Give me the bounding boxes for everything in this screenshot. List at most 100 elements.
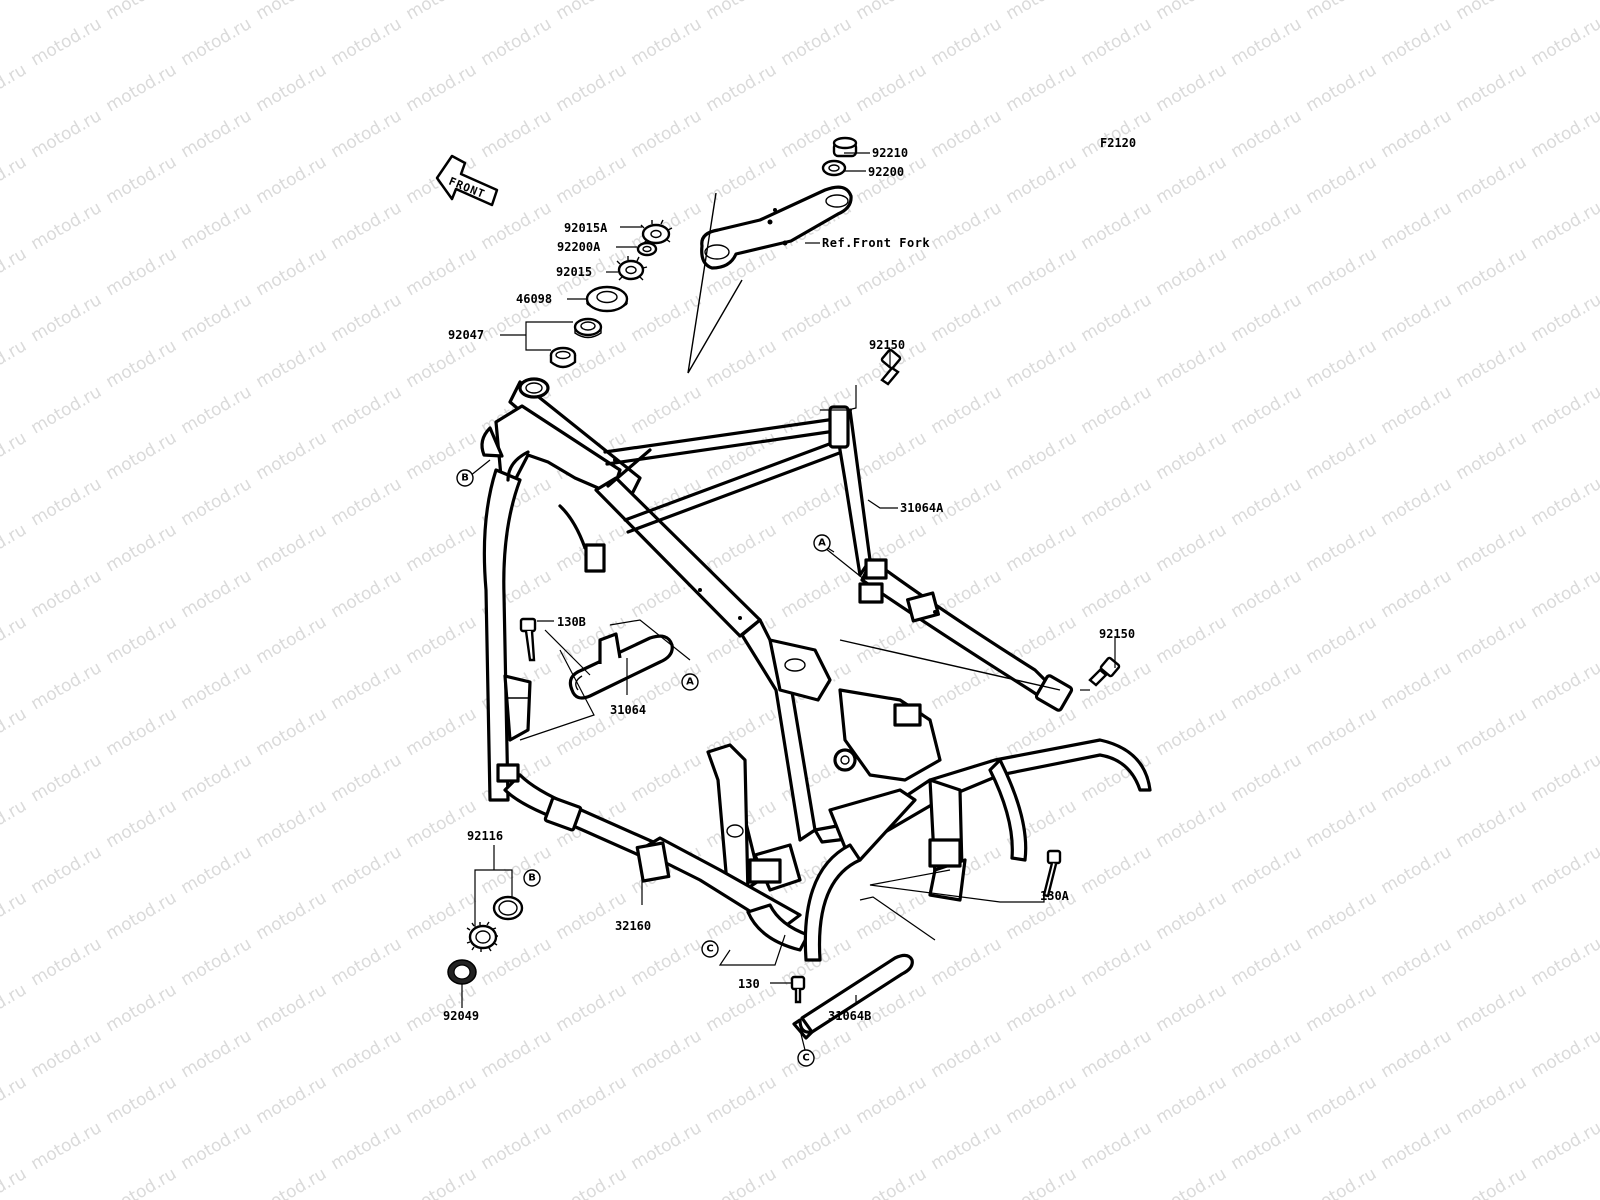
watermark-text: motod.ru	[0, 336, 30, 392]
bolt-130-icon	[790, 975, 806, 1004]
watermark-text: motod.ru	[253, 428, 331, 484]
watermark-text: motod.ru	[928, 106, 1006, 162]
label-92200a: 92200A	[557, 240, 601, 254]
watermark-text: motod.ru	[1528, 106, 1600, 162]
watermark-text: motod.ru	[253, 796, 331, 852]
watermark-text: motod.ru	[178, 1118, 256, 1174]
watermark-text: motod.ru	[1303, 1072, 1381, 1128]
watermark-text: motod.ru	[103, 888, 181, 944]
watermark-text: motod.ru	[1528, 14, 1600, 70]
watermark-text: motod.ru	[178, 934, 256, 990]
watermark-text: motod.ru	[1078, 1026, 1156, 1082]
triple-clamp-icon	[700, 185, 853, 270]
watermark-text: motod.ru	[1228, 382, 1306, 438]
label-ref-front-fork: Ref.Front Fork	[822, 236, 930, 250]
watermark-text: motod.ru	[403, 704, 481, 760]
watermark-text: motod.ru	[1228, 198, 1306, 254]
watermark-text: motod.ru	[28, 382, 106, 438]
watermark-text: motod.ru	[1453, 1072, 1531, 1128]
watermark-text: motod.ru	[1303, 244, 1381, 300]
watermark-text: motod.ru	[253, 704, 331, 760]
watermark-text: motod.ru	[253, 1072, 331, 1128]
watermark-text: motod.ru	[178, 842, 256, 898]
watermark-text: motod.ru	[1003, 428, 1081, 484]
watermark-text: motod.ru	[1303, 796, 1381, 852]
front-arrow-icon: FRONT	[435, 154, 499, 207]
watermark-text: motod.ru	[1303, 0, 1381, 24]
label-46098: 46098	[516, 292, 552, 306]
watermark-text: motod.ru	[178, 382, 256, 438]
watermark-text: motod.ru	[0, 244, 30, 300]
watermark-text: motod.ru	[328, 106, 406, 162]
watermark-text: motod.ru	[1003, 1164, 1081, 1200]
watermark-text: motod.ru	[1153, 336, 1231, 392]
watermark-text: motod.ru	[1078, 474, 1156, 530]
watermark-text: motod.ru	[178, 658, 256, 714]
watermark-text: motod.ru	[103, 612, 181, 668]
watermark-text: motod.ru	[28, 566, 106, 622]
watermark-text: motod.ru	[1378, 934, 1456, 990]
watermark-text: motod.ru	[1378, 842, 1456, 898]
watermark-text: motod.ru	[28, 14, 106, 70]
watermark-text: motod.ru	[253, 1164, 331, 1200]
watermark-text: motod.ru	[553, 1164, 631, 1200]
steering-head-parts	[549, 136, 858, 374]
watermark-text: motod.ru	[628, 1118, 706, 1174]
watermark-text: motod.ru	[1303, 336, 1381, 392]
watermark-text: motod.ru	[403, 888, 481, 944]
watermark-text: motod.ru	[778, 14, 856, 70]
watermark-text: motod.ru	[28, 658, 106, 714]
label-92015a: 92015A	[564, 221, 608, 235]
watermark-text: motod.ru	[403, 336, 481, 392]
watermark-text: motod.ru	[1303, 888, 1381, 944]
watermark-text: motod.ru	[1303, 520, 1381, 576]
label-130: 130	[738, 977, 760, 991]
label-130b: 130B	[557, 615, 586, 629]
watermark-text: motod.ru	[328, 474, 406, 530]
watermark-text: motod.ru	[853, 60, 931, 116]
watermark-text: motod.ru	[928, 1026, 1006, 1082]
watermark-text: motod.ru	[28, 198, 106, 254]
watermark-text: motod.ru	[1453, 244, 1531, 300]
svg-text:B: B	[461, 473, 469, 484]
watermark-text: motod.ru	[1228, 106, 1306, 162]
watermark-text: motod.ru	[928, 934, 1006, 990]
watermark-text: motod.ru	[478, 106, 556, 162]
watermark-text: motod.ru	[1228, 290, 1306, 346]
watermark-text: motod.ru	[1453, 336, 1531, 392]
watermark-text: motod.ru	[103, 1164, 181, 1200]
watermark-text: motod.ru	[1228, 658, 1306, 714]
part-92015a-icon	[640, 219, 673, 245]
watermark-text: motod.ru	[778, 474, 856, 530]
watermark-text: motod.ru	[403, 796, 481, 852]
watermark-text: motod.ru	[1453, 612, 1531, 668]
watermark-text: motod.ru	[778, 1026, 856, 1082]
watermark-text: motod.ru	[928, 290, 1006, 346]
watermark-text: motod.ru	[328, 842, 406, 898]
diagram-code: F2120	[1100, 136, 1136, 150]
watermark-text: motod.ru	[403, 244, 481, 300]
watermark-text: motod.ru	[628, 934, 706, 990]
watermark-text: motod.ru	[1003, 244, 1081, 300]
watermark-text: motod.ru	[0, 1072, 30, 1128]
watermark-text: motod.ru	[628, 1026, 706, 1082]
watermark-text: motod.ru	[1078, 290, 1156, 346]
watermark-text: motod.ru	[403, 520, 481, 576]
watermark-text: motod.ru	[28, 290, 106, 346]
watermark-text: motod.ru	[1378, 106, 1456, 162]
watermark-text: motod.ru	[1078, 382, 1156, 438]
svg-text:B: B	[528, 873, 536, 884]
watermark-text: motod.ru	[1003, 0, 1081, 24]
watermark-text: motod.ru	[0, 1164, 30, 1200]
watermark-text: motod.ru	[178, 750, 256, 806]
watermark-text: motod.ru	[328, 658, 406, 714]
watermark-text: motod.ru	[0, 796, 30, 852]
watermark-text: motod.ru	[703, 0, 781, 24]
watermark-text: motod.ru	[1003, 152, 1081, 208]
watermark-text: motod.ru	[703, 1164, 781, 1200]
watermark-text: motod.ru	[103, 336, 181, 392]
watermark-text: motod.ru	[328, 750, 406, 806]
watermark-text: motod.ru	[328, 290, 406, 346]
watermark-text: motod.ru	[178, 290, 256, 346]
